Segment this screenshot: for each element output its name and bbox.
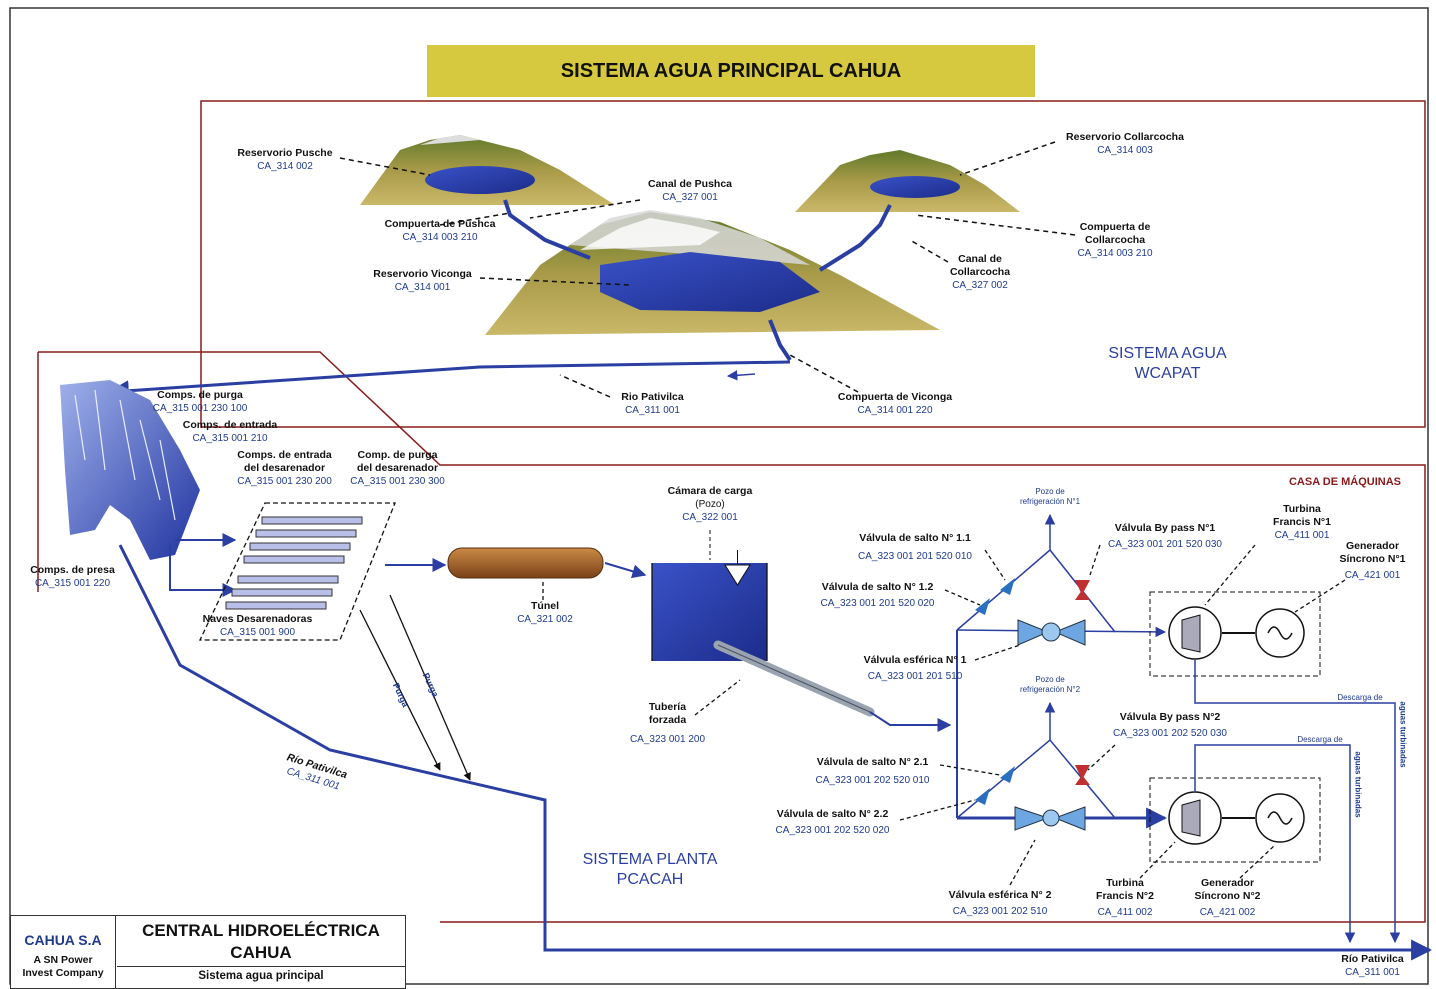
label-pozo-2: Pozo de refrigeración N°2 — [1019, 675, 1081, 694]
company-subtitle: A SN Power Invest Company — [22, 954, 104, 979]
tunnel — [447, 547, 604, 579]
intake-waterfall — [60, 380, 200, 560]
pcacah-frame — [38, 351, 1426, 923]
label-descarga-1: Descarga de — [1337, 693, 1383, 702]
river-wcapat-to-intake — [107, 360, 791, 402]
title-block-company: CAHUA S.A A SN Power Invest Company — [11, 916, 116, 988]
tuberia-leader — [694, 679, 741, 716]
desander-box — [198, 502, 396, 641]
camara-de-carga — [651, 530, 768, 661]
label-camara-carga: Cámara de carga(Pozo)CA_322 001 — [667, 485, 753, 523]
intake-arrow-2 — [169, 545, 237, 597]
penstock-to-valves — [869, 711, 952, 732]
unit2-valves — [956, 701, 1168, 831]
label-pozo-1: Pozo de refrigeración N°1 — [1019, 487, 1081, 506]
label-descarga-2b: aguas turbinadas — [1353, 751, 1363, 818]
outer-frame — [9, 7, 1429, 985]
diagram-title: SISTEMA AGUA PRINCIPAL CAHUA — [427, 45, 1035, 97]
tuberia-forzada-edge — [717, 644, 871, 713]
unit1-machine — [1149, 591, 1401, 944]
label-descarga-2: Descarga de — [1297, 735, 1343, 744]
section-casa-maquinas: CASA DE MÁQUINAS — [1288, 476, 1402, 488]
valve-leaders — [899, 544, 1116, 886]
purge-line-1 — [359, 609, 441, 771]
title-block-heading: CENTRAL HIDROELÉCTRICA CAHUA — [142, 921, 380, 962]
desander-naves — [225, 516, 363, 610]
title-block-subheading: Sistema agua principal — [117, 966, 405, 982]
unit2-machine — [1149, 744, 1356, 944]
purge-line-2 — [389, 594, 471, 781]
river-small-arrow — [726, 370, 756, 381]
wcapat-leaders — [339, 141, 1076, 398]
tunnel-to-camara-arrow — [604, 562, 647, 579]
section-pcacah: SISTEMA PLANTA PCACAH — [582, 851, 718, 888]
unit1-valves — [956, 513, 1167, 646]
title-block-main: CENTRAL HIDROELÉCTRICA CAHUA Sistema agu… — [117, 916, 405, 982]
wcapat-landscape — [360, 135, 1020, 362]
wcapat-frame — [200, 100, 1426, 428]
company-name: CAHUA S.A — [24, 932, 102, 948]
rio-pativilca-line — [118, 544, 1433, 961]
section-wcapat: SISTEMA AGUA WCAPAT — [1108, 345, 1227, 382]
machine-leaders — [1139, 544, 1346, 879]
label-descarga-1b: aguas turbinadas — [1398, 701, 1408, 768]
title-block: CAHUA S.A A SN Power Invest Company CENT… — [10, 915, 406, 989]
